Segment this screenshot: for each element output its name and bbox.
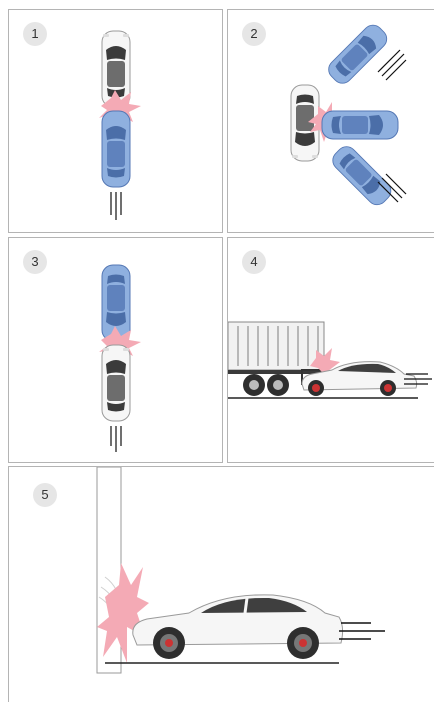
blue-car-top (322, 111, 398, 139)
panel-2: 2 (227, 9, 434, 233)
panel-5: 5 (8, 466, 434, 702)
blue-car-top (102, 111, 130, 187)
panel-1: 1 (8, 9, 223, 233)
panel-4: 4 (227, 237, 434, 463)
motion-line (386, 60, 406, 80)
panel-4-illustration (228, 238, 434, 463)
panel-2-illustration (228, 10, 434, 233)
panel-3-illustration (9, 238, 223, 463)
white-car-top (102, 345, 130, 421)
blue-car-top (325, 21, 391, 87)
panel-3: 3 (8, 237, 223, 463)
blue-car-top (329, 143, 395, 209)
panel-5-illustration (9, 467, 434, 702)
sedan-side (133, 595, 343, 659)
panel-1-illustration (9, 10, 223, 233)
